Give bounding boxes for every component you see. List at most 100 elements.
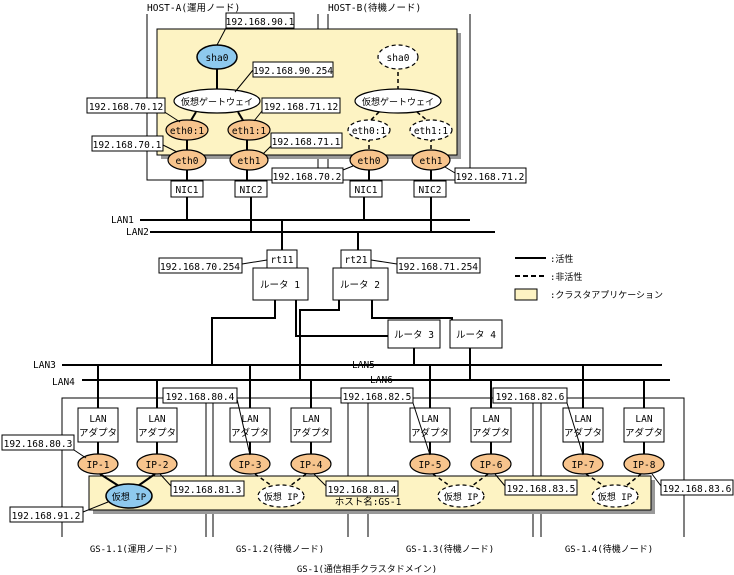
router-2-label: ルータ 2 (340, 280, 380, 291)
ip-8-label: IP-8 (633, 460, 656, 471)
ip-2-node (136, 453, 178, 475)
nic1-host-b (349, 180, 383, 198)
virtual-ip-active (105, 483, 153, 509)
sha0-standby-label: sha0 (387, 53, 410, 64)
legend-active: :活性 (550, 253, 573, 265)
ip-71-254: 192.168.71.254 (398, 262, 478, 273)
adapter-8-l2: アダプタ (625, 427, 663, 439)
adapter-1-l2: アダプタ (79, 427, 117, 439)
lan-adapter-8 (623, 407, 665, 443)
ip-71-2: 192.168.71.2 (456, 172, 525, 183)
lan1-label: LAN1 (111, 215, 134, 226)
lan-adapter-3 (229, 407, 271, 443)
gs-node-2-label: GS-1.2(待機ノード) (236, 543, 324, 555)
ip-71-1: 192.168.71.1 (272, 137, 341, 148)
ip-6-node (470, 453, 512, 475)
eth1-host-b-label: eth1 (420, 156, 443, 167)
virtual-ip-standby-3-label: 仮想 IP (444, 491, 479, 503)
eth0-host-a-label: eth0 (176, 156, 199, 167)
ip-91-2: 192.168.91.2 (12, 511, 81, 522)
nic2-host-b (413, 180, 447, 198)
adapter-8-l1: LAN (635, 414, 652, 425)
ip-90-1: 192.168.90.1 (226, 17, 295, 28)
lan-adapter-1 (77, 407, 119, 443)
legend-inactive: :非活性 (550, 271, 582, 283)
ip-5-label: IP-5 (419, 460, 442, 471)
eth1-1-standby-label: eth1:1 (414, 126, 449, 137)
gs-node-3-label: GS-1.3(待機ノード) (406, 543, 494, 555)
lan-adapter-2 (136, 407, 178, 443)
rt21-label: rt21 (345, 255, 368, 266)
lan4-label: LAN4 (52, 377, 75, 388)
virtual-ip-standby-3 (437, 484, 485, 508)
router-1-label: ルータ 1 (260, 280, 300, 291)
ip-70-1: 192.168.70.1 (93, 140, 162, 151)
eth0-1-label: eth0:1 (170, 126, 205, 137)
adapter-1-l1: LAN (89, 414, 106, 425)
ip-70-254: 192.168.70.254 (160, 262, 240, 273)
nic2-host-a-label: NIC2 (240, 185, 263, 196)
ip-1-label: IP-1 (87, 460, 110, 471)
adapter-2-l1: LAN (148, 414, 165, 425)
lan-adapter-7 (562, 407, 604, 443)
router-2 (332, 267, 389, 301)
sha0-label: sha0 (206, 53, 229, 64)
router-4 (449, 319, 503, 349)
lan-adapter-4 (290, 407, 332, 443)
eth0-1-standby (347, 119, 391, 141)
ip-82-5: 192.168.82.5 (343, 392, 412, 403)
router-1 (252, 267, 309, 301)
adapter-3-l1: LAN (241, 414, 258, 425)
eth0-host-b (349, 149, 389, 171)
adapter-5-l2: アダプタ (411, 427, 449, 439)
nic1-host-a (170, 180, 204, 198)
footer-caption: GS-1(通信相手クラスタドメイン) (297, 563, 437, 575)
eth0-1-standby-label: eth0:1 (352, 126, 387, 137)
eth0-host-b-label: eth0 (358, 156, 381, 167)
ip-70-12: 192.168.70.12 (89, 102, 163, 113)
ip-1-node (77, 453, 119, 475)
virtual-ip-standby-2-label: 仮想 IP (264, 491, 299, 503)
eth0-1-active (165, 119, 209, 141)
ip-81-3: 192.168.81.3 (173, 485, 242, 496)
lan6-label: LAN6 (370, 375, 393, 386)
ip-80-3: 192.168.80.3 (4, 439, 73, 450)
nic1-host-a-label: NIC1 (176, 185, 199, 196)
adapter-5-l1: LAN (421, 414, 438, 425)
ip-83-5: 192.168.83.5 (507, 484, 576, 495)
ip-8-node (623, 453, 665, 475)
ip-2-label: IP-2 (146, 460, 169, 471)
host-b-title: HOST-B(待機ノード) (328, 2, 421, 14)
adapter-6-l1: LAN (482, 414, 499, 425)
ip-4-node (290, 453, 332, 475)
router-3 (387, 319, 441, 349)
nic1-host-b-label: NIC1 (355, 185, 378, 196)
nic2-host-a (234, 180, 268, 198)
virtual-ip-active-label: 仮想 IP (112, 491, 147, 503)
lan5-label: LAN5 (352, 360, 375, 371)
lan-adapter-6 (470, 407, 512, 443)
eth0-host-a (167, 149, 207, 171)
eth1-host-a (229, 149, 269, 171)
eth1-1-active (227, 119, 271, 141)
gs-node-1-label: GS-1.1(運用ノード) (90, 544, 178, 555)
router-4-label: ルータ 4 (456, 330, 496, 341)
router-3-label: ルータ 3 (394, 330, 434, 341)
hostname-label: ホスト名:GS-1 (335, 496, 402, 508)
adapter-7-l2: アダプタ (564, 427, 602, 439)
vgw-active-label: 仮想ゲートウェイ (181, 96, 253, 108)
adapter-3-l2: アダプタ (231, 427, 269, 439)
ip-3-label: IP-3 (239, 460, 262, 471)
adapter-7-l1: LAN (574, 414, 591, 425)
host-a-title: HOST-A(運用ノード) (147, 3, 240, 14)
ip-7-label: IP-7 (572, 460, 595, 471)
rt11-label: rt11 (271, 255, 294, 266)
vgw-standby-label: 仮想ゲートウェイ (362, 96, 434, 108)
ip-83-6: 192.168.83.6 (663, 484, 732, 495)
lan2-label: LAN2 (126, 227, 149, 238)
adapter-2-l2: アダプタ (138, 427, 176, 439)
ip-90-254: 192.168.90.254 (253, 66, 333, 77)
adapter-4-l1: LAN (302, 414, 319, 425)
virtual-ip-standby-4 (591, 484, 639, 508)
